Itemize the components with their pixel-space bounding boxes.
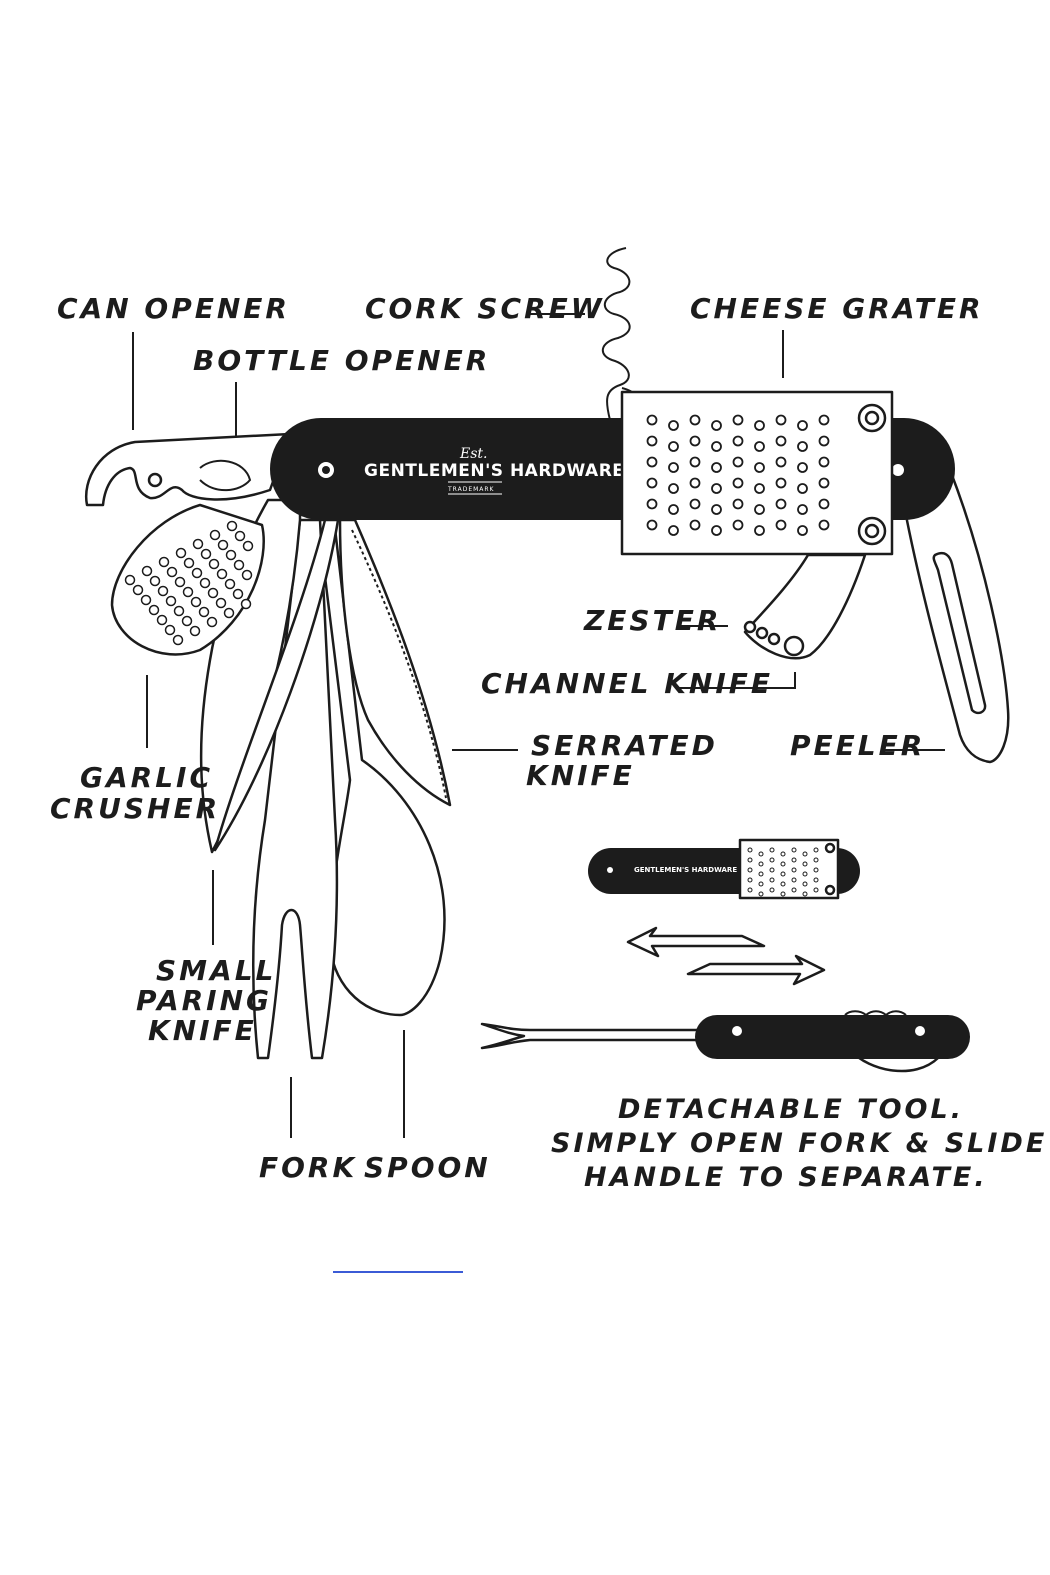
caption-line-1: DETACHABLE TOOL. [618,1094,964,1125]
zester-holes [743,620,805,657]
label-cheese-grater: CHEESE GRATER [690,292,984,325]
label-serrated-knife-1: SERRATED [531,729,718,762]
leader-lines [132,313,945,1138]
caption-line-3: HANDLE TO SEPARATE. [584,1162,988,1193]
separated-tool-illustration [480,1010,970,1073]
closed-tool-illustration: GENTLEMEN'S HARDWARE [588,838,860,900]
label-serrated-knife-2: KNIFE [526,759,635,792]
label-fork: FORK [259,1151,357,1184]
label-can-opener: CAN OPENER [57,292,290,325]
arrow-right-icon [686,954,826,986]
brand-name: GENTLEMEN'S HARDWARE [364,461,624,481]
brand-trademark: TRADEMARK [447,486,495,493]
label-paring-knife-2: PARING [136,984,272,1017]
serrated-edge [351,529,447,799]
label-zester: ZESTER [583,604,721,637]
brand-script: Est. [459,446,487,462]
can-opener-tool [84,432,292,507]
label-peeler: PEELER [790,729,925,762]
bottle-opener-cutout [199,459,252,492]
peeler-tool [901,468,1010,764]
footer-link-underline[interactable] [333,1271,463,1273]
label-bottle-opener: BOTTLE OPENER [193,344,490,377]
part-labels: CAN OPENER BOTTLE OPENER CORK SCREW CHEE… [50,292,984,1184]
label-channel-knife: CHANNEL KNIFE [481,667,773,700]
zester-tool [743,553,867,660]
garlic-crusher-tool [110,503,265,656]
caption-line-2: SIMPLY OPEN FORK & SLIDE [551,1128,1047,1159]
arrow-left-icon [626,926,766,958]
label-paring-knife-3: KNIFE [148,1014,257,1047]
bottle-opener-hole [147,472,163,488]
closed-tool-brand: GENTLEMEN'S HARDWARE [634,866,737,874]
label-spoon: SPOON [364,1151,491,1184]
label-garlic-crusher-1: GARLIC [80,761,213,794]
handle-rivet-right [892,464,904,476]
serrated-knife-tool [338,518,452,807]
label-paring-knife-1: SMALL [156,954,276,987]
cheese-grater-tool [620,390,894,556]
fork-tool [252,518,339,1060]
label-cork-screw: CORK SCREW [365,292,605,325]
label-garlic-crusher-2: CRUSHER [50,792,220,825]
paring-knife-blade-2 [213,518,340,852]
caption: DETACHABLE TOOL. SIMPLY OPEN FORK & SLID… [551,1094,1047,1193]
